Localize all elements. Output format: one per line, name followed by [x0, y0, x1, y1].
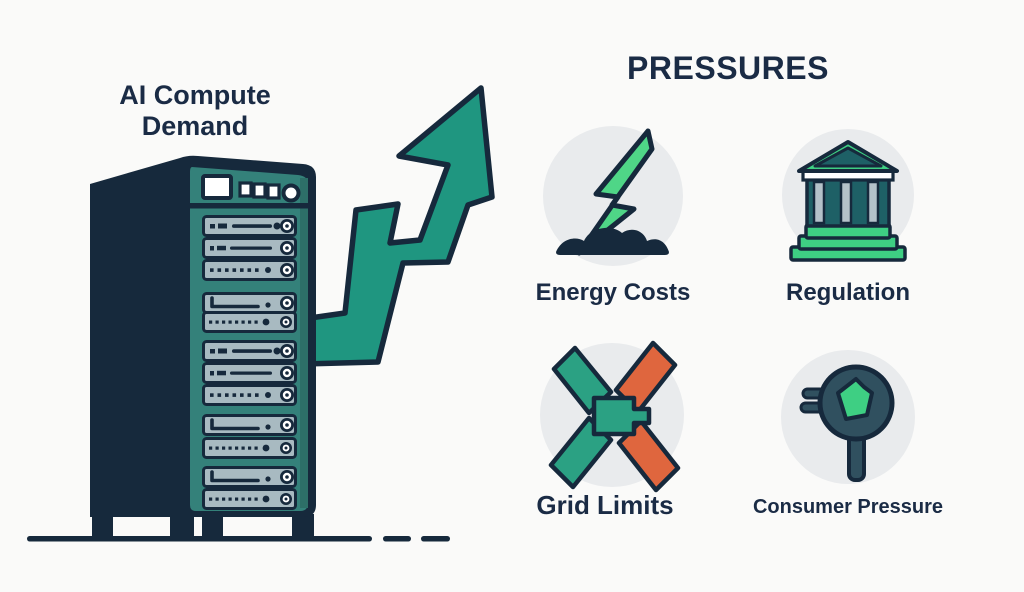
- label-grid-limits: Grid Limits: [536, 490, 674, 520]
- label-regulation: Regulation: [786, 279, 910, 306]
- label-energy-costs: Energy Costs: [535, 279, 691, 306]
- server-face-shade: [300, 178, 308, 508]
- grid-limits-icon: [540, 340, 684, 493]
- label-consumer-pressure: Consumer Pressure: [752, 496, 944, 518]
- pressures-title: PRESSURES: [627, 50, 829, 86]
- server-feet: [92, 514, 314, 538]
- server-rack-icon: [90, 155, 316, 538]
- server-control-panel: [201, 174, 301, 203]
- lightning-bolt-icon: [556, 128, 669, 256]
- x-mark-icon: [548, 340, 681, 493]
- consumer-pressure-icon: [781, 350, 915, 484]
- server-section-divider: [190, 203, 308, 209]
- growth-arrow-icon: [300, 85, 495, 367]
- energy-costs-icon: [543, 126, 683, 266]
- left-title-line2: Demand: [141, 111, 249, 141]
- magnifying-glass-icon: [799, 364, 895, 482]
- government-building-icon: [789, 140, 907, 262]
- ground-mound: [556, 227, 669, 255]
- left-title-line1: AI Compute: [119, 80, 271, 110]
- floor-line: [27, 536, 450, 542]
- regulation-icon: [782, 129, 914, 262]
- left-section-title: AI Compute Demand: [75, 80, 315, 142]
